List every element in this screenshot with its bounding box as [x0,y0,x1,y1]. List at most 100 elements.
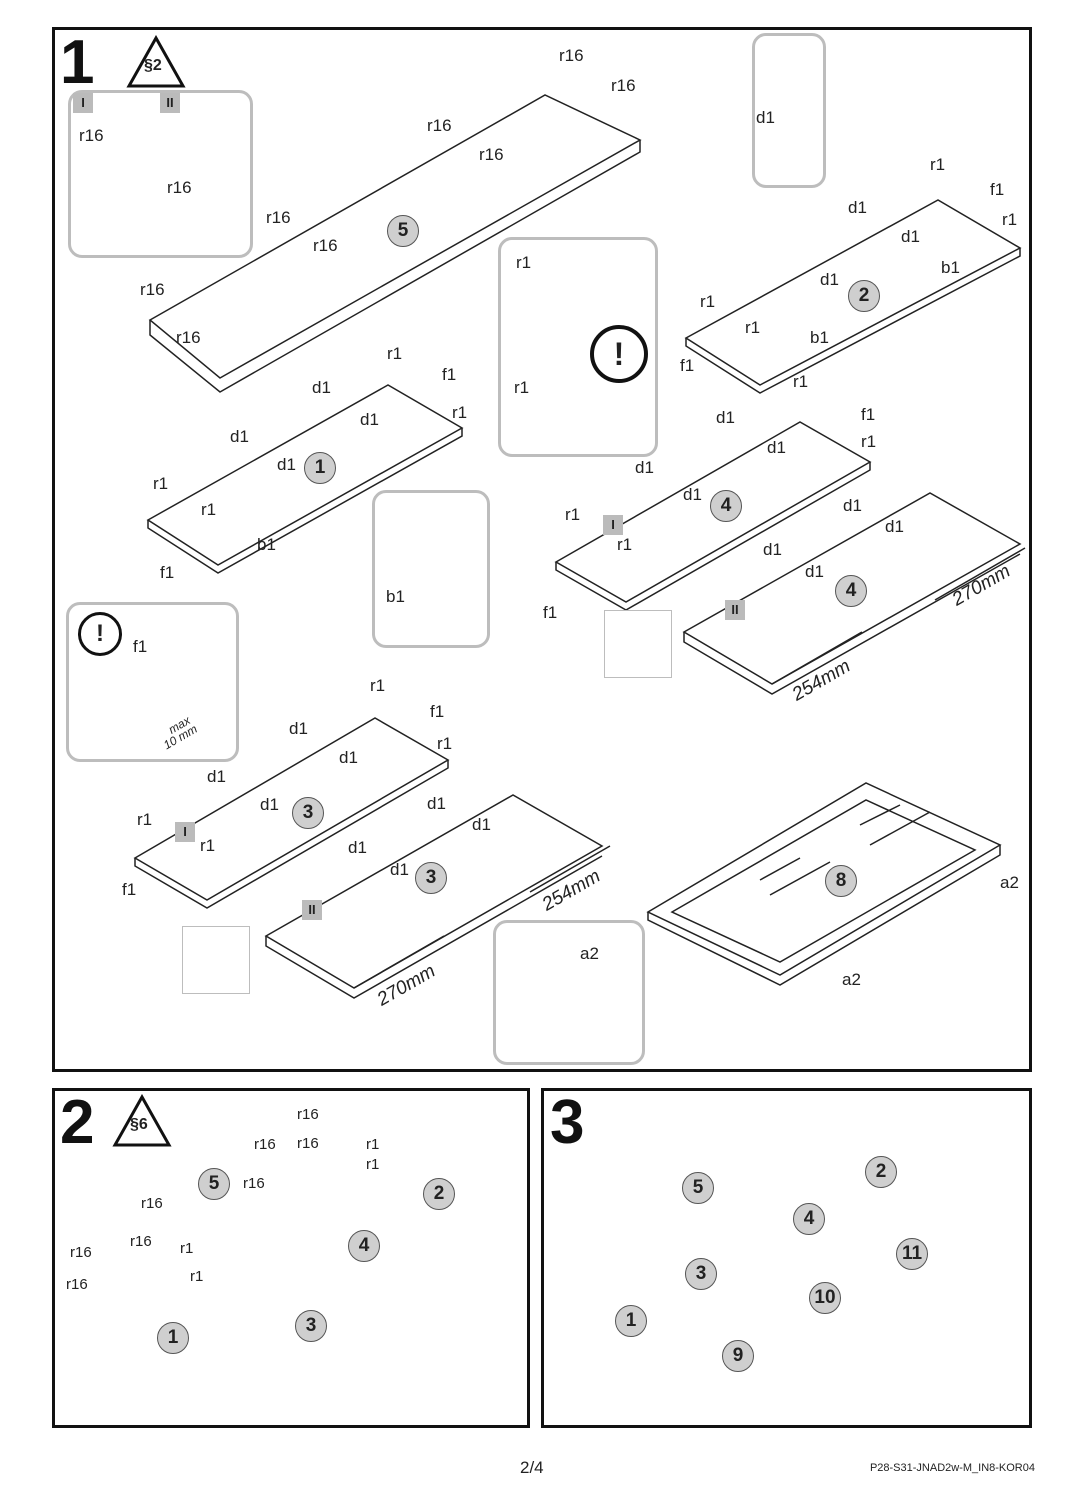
part-badge-5: 5 [682,1172,714,1204]
sub-step-ii-badge: II [160,93,180,113]
label-d1: d1 [390,860,409,879]
part-badge-9: 9 [722,1340,754,1372]
label-b1: b1 [941,258,960,277]
label-a2: a2 [1000,873,1019,892]
label-r16: r16 [130,1233,152,1250]
label-d1: d1 [767,438,786,457]
page-number: 2/4 [520,1458,544,1477]
label-f1: f1 [680,356,695,375]
label-f1: f1 [990,180,1005,199]
label-d1: d1 [683,485,702,504]
warning-label-6: §6 [130,1116,148,1133]
label-d1: d1 [716,408,735,427]
label-d1: d1 [805,562,824,581]
label-f1: f1 [543,603,558,622]
part-badge-4: 4 [835,575,867,607]
label-r16: r16 [243,1175,265,1192]
part-badge-1: 1 [157,1322,189,1354]
label-r1: r1 [745,318,761,337]
step-3-panel [541,1088,1032,1428]
two-person-warning-icon: §6 [112,1093,172,1148]
label-r16: r16 [176,328,201,347]
label-d1: d1 [277,455,296,474]
label-d1: d1 [885,517,904,536]
part-badge-3: 3 [685,1258,717,1290]
label-f1: f1 [160,563,175,582]
label-d1: d1 [230,427,249,446]
label-f1: f1 [133,637,148,656]
flip-180-icon [604,610,672,678]
part-badge-3: 3 [292,797,324,829]
label-r16: r16 [254,1136,276,1153]
label-r1: r1 [200,836,216,855]
part-badge-2: 2 [848,280,880,312]
label-f1: f1 [442,365,457,384]
label-d1: d1 [763,540,782,559]
label-r16: r16 [479,145,504,164]
sub-step-i-badge: I [175,822,195,842]
label-r1: r1 [1002,210,1018,229]
label-b1: b1 [810,328,829,347]
exclamation-warning-icon: ! [78,612,122,656]
label-r16: r16 [427,116,452,135]
sub-step-ii-badge: II [725,600,745,620]
label-d1: d1 [207,767,226,786]
label-r1: r1 [387,344,403,363]
part-badge-5: 5 [198,1168,230,1200]
label-f1: f1 [122,880,137,899]
label-r16: r16 [167,178,192,197]
label-r1: r1 [153,474,169,493]
label-r16: r16 [559,46,584,65]
label-f1: f1 [430,702,445,721]
label-r16: r16 [266,208,291,227]
label-r1: r1 [861,432,877,451]
label-r16: r16 [297,1106,319,1123]
inset-b1-detail [372,490,490,648]
flip-180-icon [182,926,250,994]
part-badge-2: 2 [865,1156,897,1188]
label-d1: d1 [348,838,367,857]
warning-label-2: §2 [144,57,162,74]
sub-step-i-badge: I [73,93,93,113]
label-r1: r1 [366,1156,380,1173]
label-d1: d1 [360,410,379,429]
label-r1: r1 [565,505,581,524]
label-r1: r1 [201,500,217,519]
part-badge-4: 4 [348,1230,380,1262]
part-badge-11: 11 [896,1238,928,1270]
part-badge-4: 4 [710,490,742,522]
label-r16: r16 [141,1195,163,1212]
label-r16: r16 [79,126,104,145]
exclamation-warning-icon: ! [590,325,648,383]
label-d1: d1 [901,227,920,246]
label-d1: d1 [848,198,867,217]
label-r16: r16 [611,76,636,95]
label-r1: r1 [137,810,153,829]
part-badge-1: 1 [615,1305,647,1337]
inset-a2-detail [493,920,645,1065]
label-d1: d1 [472,815,491,834]
label-r1: r1 [793,372,809,391]
label-a2: a2 [842,970,861,989]
label-d1: d1 [260,795,279,814]
label-r16: r16 [297,1135,319,1152]
part-badge-10: 10 [809,1282,841,1314]
part-badge-3: 3 [415,862,447,894]
label-r1: r1 [514,378,530,397]
label-r1: r1 [452,403,468,422]
label-r1: r1 [370,676,386,695]
label-f1: f1 [861,405,876,424]
part-badge-1: 1 [304,452,336,484]
sub-step-ii-badge: II [302,900,322,920]
label-d1: d1 [843,496,862,515]
part-badge-8: 8 [825,865,857,897]
label-b1: b1 [386,587,405,606]
part-badge-2: 2 [423,1178,455,1210]
step-number-3: 3 [550,1088,585,1157]
label-r16: r16 [140,280,165,299]
label-r16: r16 [66,1276,88,1293]
label-r1: r1 [366,1136,380,1153]
label-r1: r1 [516,253,532,272]
label-r16: r16 [70,1244,92,1261]
step-number-1: 1 [60,28,95,97]
